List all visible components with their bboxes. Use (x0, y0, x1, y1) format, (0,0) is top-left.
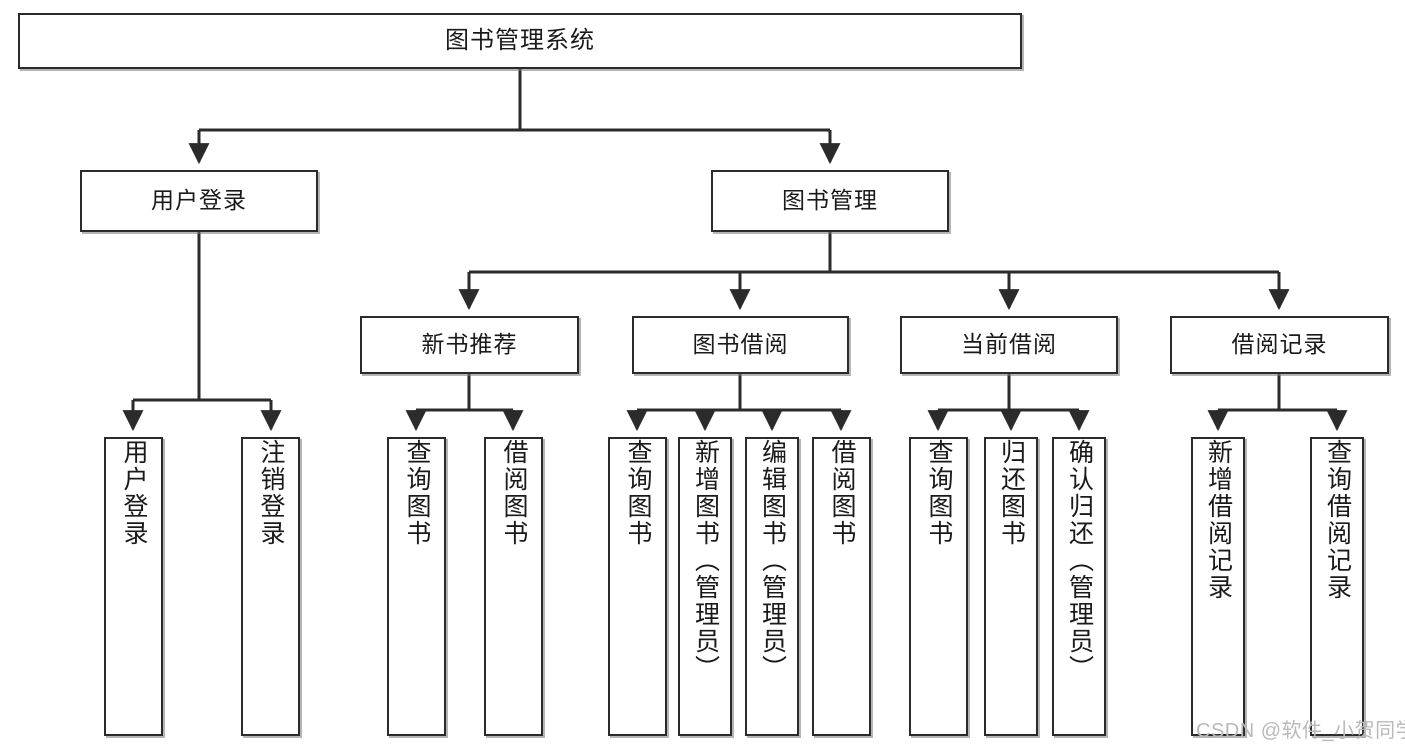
node-leaf-add-book[interactable]: 新增图书（管理员） (678, 437, 732, 736)
node-leaf-borrow-book-1-label: 借阅图书 (500, 439, 528, 547)
node-book-borrow-label: 图书借阅 (692, 331, 789, 358)
node-borrow-record[interactable]: 借阅记录 (1170, 316, 1389, 374)
node-new-book-recommend-label: 新书推荐 (421, 331, 518, 358)
node-book-borrow[interactable]: 图书借阅 (632, 316, 849, 374)
node-leaf-return-book-label: 归还图书 (997, 439, 1026, 547)
node-leaf-query-book-1[interactable]: 查询图书 (387, 437, 446, 736)
node-leaf-query-record[interactable]: 查询借阅记录 (1310, 437, 1364, 736)
node-user-login-label: 用户登录 (151, 187, 247, 214)
node-leaf-confirm-return[interactable]: 确认归还（管理员） (1052, 437, 1106, 736)
node-leaf-logout[interactable]: 注销登录 (241, 437, 300, 736)
node-leaf-query-book-3[interactable]: 查询图书 (909, 437, 968, 736)
node-leaf-user-login-label: 用户登录 (120, 439, 148, 547)
node-leaf-borrow-book-2-label: 借阅图书 (828, 439, 856, 547)
node-root-label: 图书管理系统 (445, 26, 595, 54)
node-book-management-label: 图书管理 (782, 187, 878, 214)
node-leaf-query-book-2[interactable]: 查询图书 (608, 437, 667, 736)
node-leaf-return-book[interactable]: 归还图书 (984, 437, 1038, 736)
node-user-login[interactable]: 用户登录 (80, 170, 318, 232)
node-new-book-recommend[interactable]: 新书推荐 (360, 316, 579, 374)
node-leaf-borrow-book-2[interactable]: 借阅图书 (812, 437, 871, 736)
node-root[interactable]: 图书管理系统 (18, 13, 1022, 69)
node-current-borrow[interactable]: 当前借阅 (900, 316, 1118, 374)
node-leaf-borrow-book-1[interactable]: 借阅图书 (484, 437, 543, 736)
node-current-borrow-label: 当前借阅 (961, 331, 1057, 358)
node-book-management[interactable]: 图书管理 (711, 170, 949, 232)
node-leaf-logout-label: 注销登录 (257, 439, 285, 547)
node-borrow-record-label: 借阅记录 (1231, 331, 1328, 358)
node-leaf-query-book-2-label: 查询图书 (624, 439, 652, 547)
node-leaf-add-record-label: 新增借阅记录 (1204, 439, 1233, 601)
node-leaf-query-record-label: 查询借阅记录 (1323, 439, 1352, 601)
node-leaf-edit-book-label: 编辑图书（管理员） (758, 439, 787, 682)
watermark: CSDN @软件_小贺同学 (1196, 720, 1405, 742)
node-leaf-edit-book[interactable]: 编辑图书（管理员） (745, 437, 799, 736)
node-leaf-query-book-3-label: 查询图书 (925, 439, 953, 547)
node-leaf-query-book-1-label: 查询图书 (403, 439, 431, 547)
node-leaf-add-book-label: 新增图书（管理员） (691, 439, 720, 682)
node-leaf-add-record[interactable]: 新增借阅记录 (1191, 437, 1245, 736)
node-leaf-confirm-return-label: 确认归还（管理员） (1065, 439, 1094, 682)
node-leaf-user-login[interactable]: 用户登录 (104, 437, 163, 736)
